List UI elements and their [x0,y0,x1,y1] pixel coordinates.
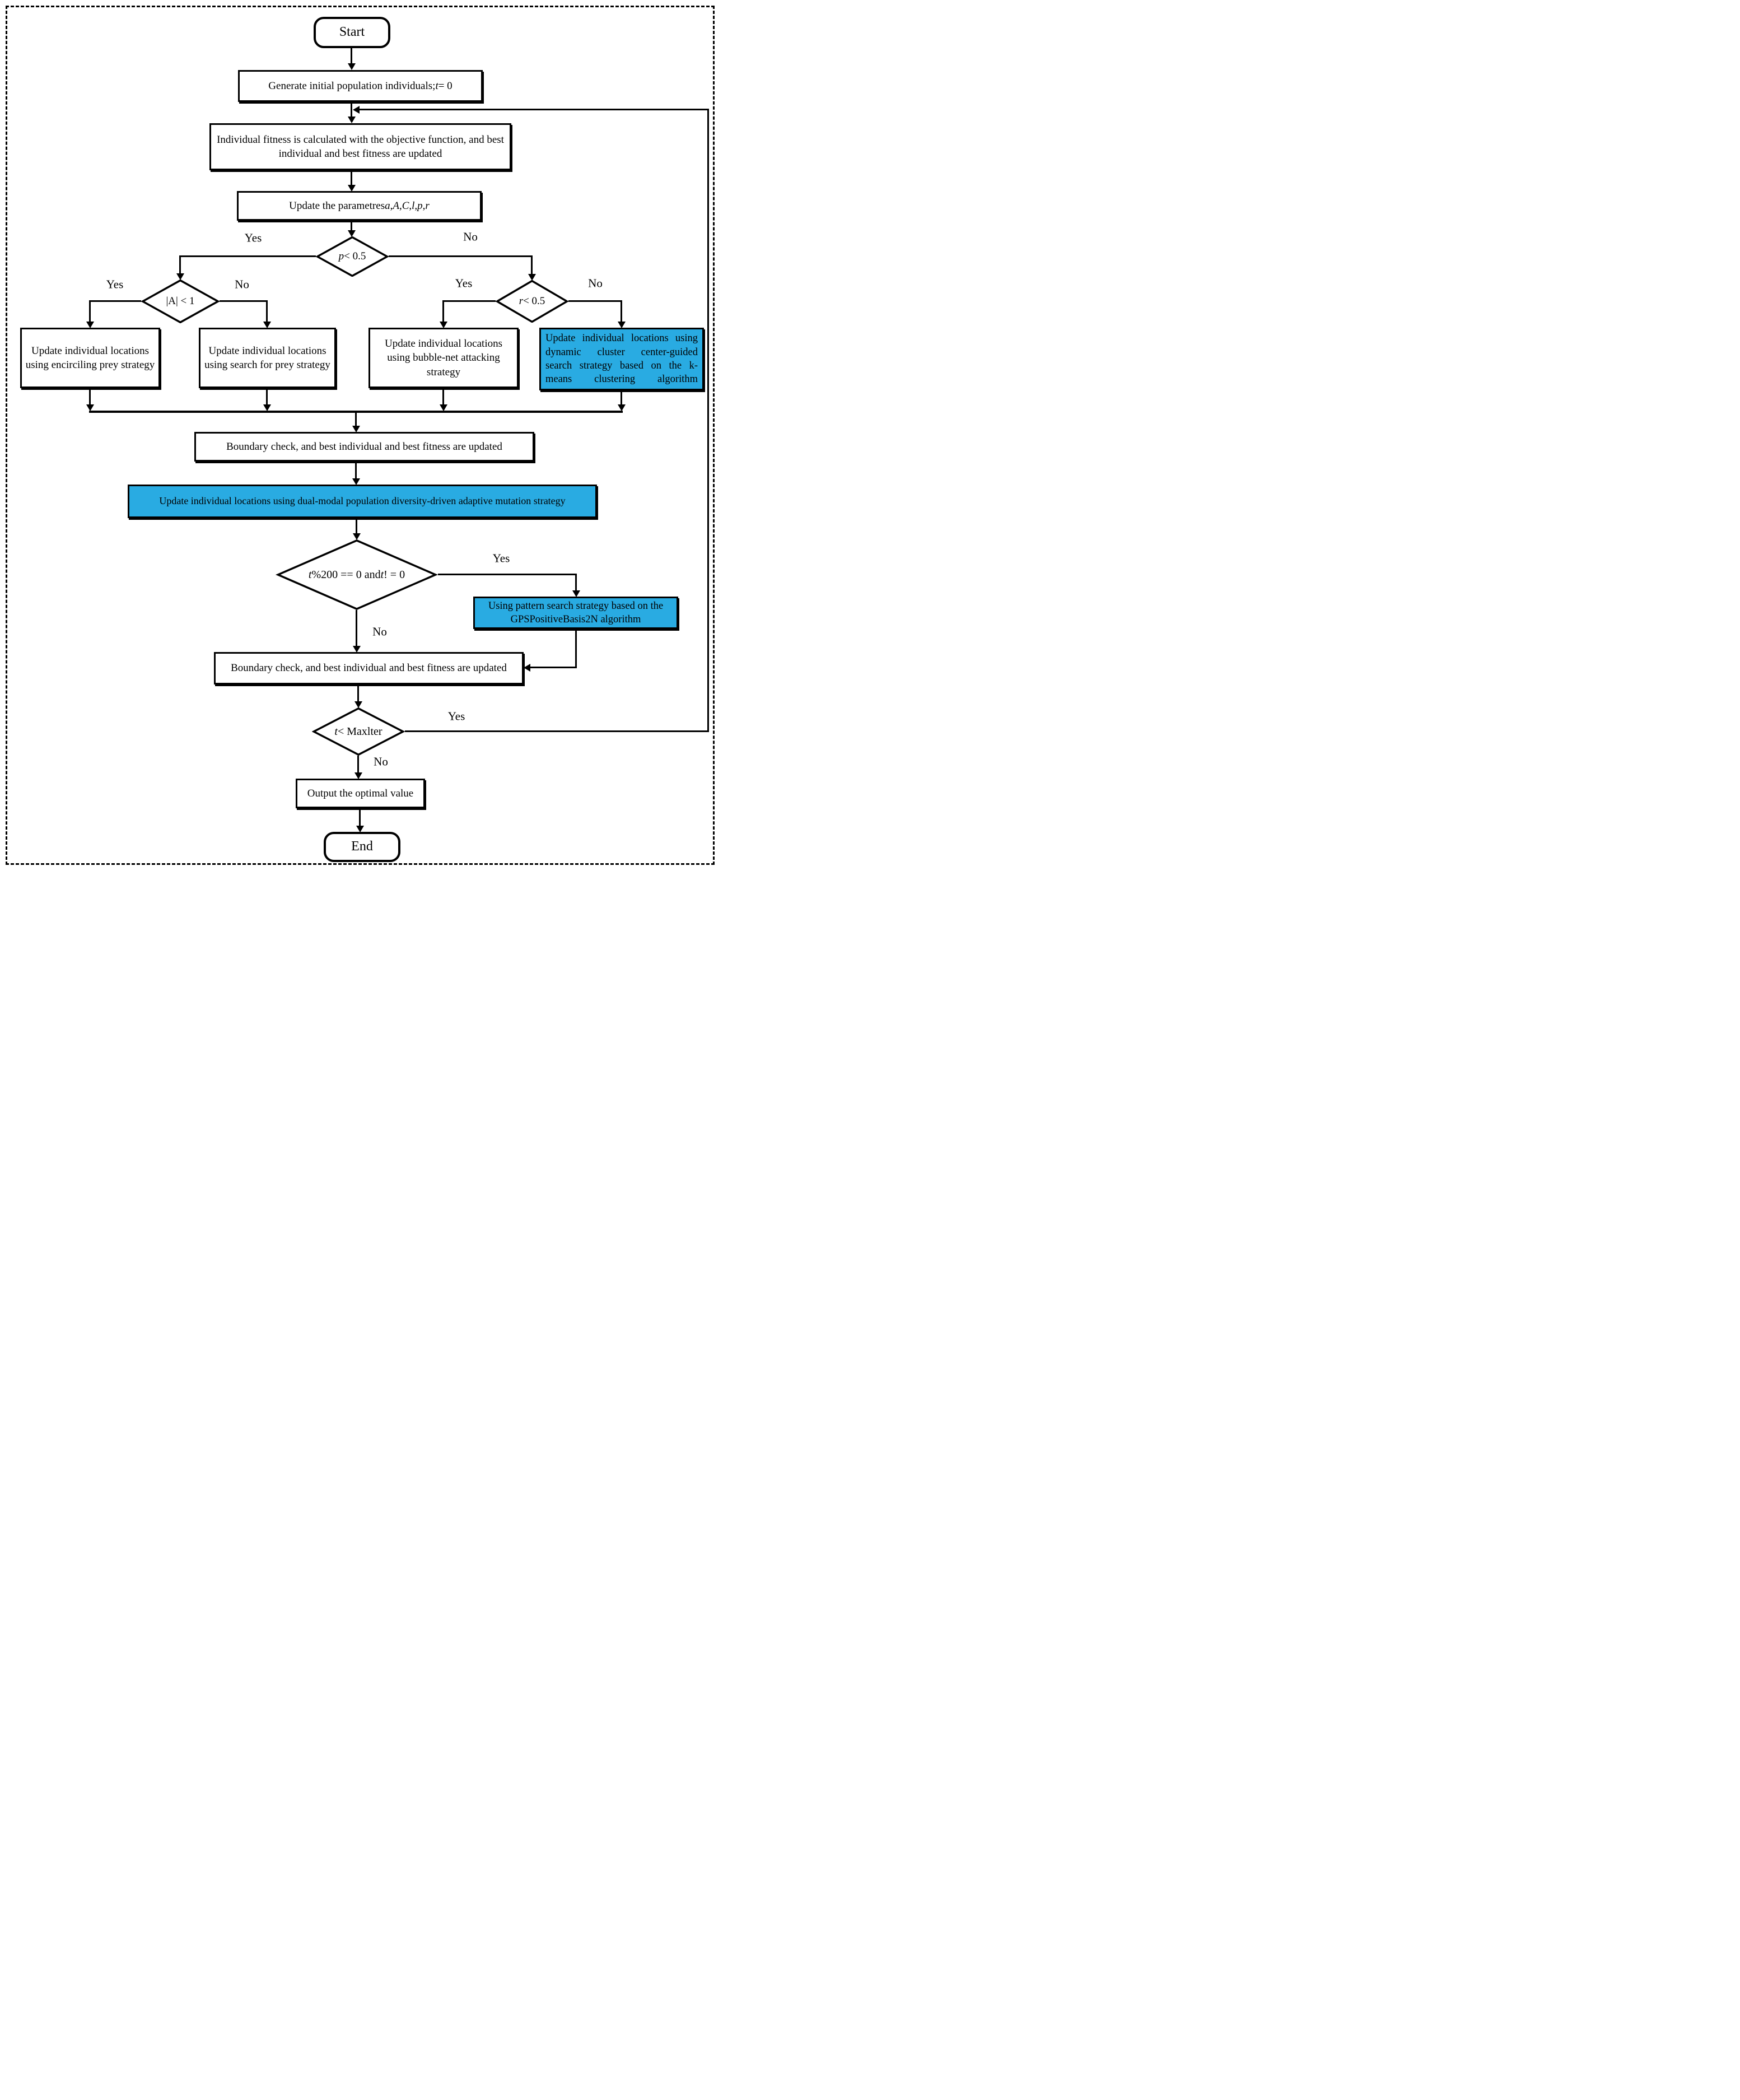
diamond-shape [312,707,405,756]
decision-maxiter-label: t < Maxlter [334,725,382,738]
arrowhead-into-generate [348,63,356,70]
process-pattern-search: Using pattern search strategy based on t… [473,597,678,629]
connector-merge-boundary1 [355,413,357,426]
process-fitness-calculation: Individual fitness is calculated with th… [209,123,511,170]
arrowhead-into-boundary2-side [524,664,530,672]
connector-mod-yes-horizontal [438,574,577,575]
arrowhead-search-prey-merge [263,404,271,411]
process-update-parameters: Update the parametres a, A, C, l, p, r [237,191,482,221]
decision-r-label: r < 0.5 [519,295,545,307]
arrowhead-into-mutation [352,478,360,485]
arrowhead-into-bubble-net [440,322,447,328]
connector-r-no-vertical [621,300,622,322]
arrowhead-kmeans-merge [618,404,626,411]
connector-r-no-horizontal [568,300,622,302]
arrowhead-into-search-prey [263,322,271,328]
connector-params-decision-p [351,221,352,231]
connector-a-no-horizontal [220,300,267,302]
decision-a-label: |A| < 1 [166,295,195,307]
edge-label-r-yes: Yes [455,276,473,290]
connector-boundary2-decision-iter [357,685,359,701]
edge-label-p-no: No [463,230,478,244]
arrowhead-into-fitness [348,117,356,123]
edge-label-a-yes: Yes [106,277,124,291]
process-encircling-prey: Update individual locations using encirc… [20,328,160,388]
arrowhead-into-boundary2 [353,646,361,653]
connector-loop-return-horizontal [360,109,708,110]
connector-mod-no-vertical [356,610,357,646]
arrowhead-into-output [354,772,362,779]
connector-a-no-vertical [266,300,268,322]
decision-mod200: t %200 == 0 and t ! = 0 [276,539,438,610]
connector-fitness-params [351,170,352,185]
arrowhead-into-decision-p [348,230,356,237]
arrowhead-into-boundary1 [352,426,360,432]
connector-search-prey-merge [266,388,268,404]
connector-start-generate [351,48,352,64]
connector-p-yes-vertical [179,255,181,274]
arrowhead-bubble-net-merge [440,404,447,411]
edge-label-iter-no: No [374,755,388,769]
arrowhead-into-decision-mod [353,533,361,540]
connector-output-end [359,808,361,826]
diamond-shape [496,280,568,323]
arrowhead-loop-return [353,106,360,114]
process-boundary-check-1: Boundary check, and best individual and … [194,432,534,462]
decision-p-label: p < 0.5 [338,250,366,262]
connector-r-yes-horizontal [444,300,496,302]
connector-boundary1-mutation [355,462,357,479]
decision-mod200-label: t %200 == 0 and t ! = 0 [308,568,405,581]
decision-a: |A| < 1 [141,280,220,323]
decision-p: p < 0.5 [316,236,389,277]
diamond-shape [141,280,220,323]
edge-label-iter-yes: Yes [447,709,465,723]
process-output-optimal: Output the optimal value [296,779,425,808]
edge-label-r-no: No [588,276,603,290]
arrowhead-into-end [356,826,364,832]
connector-mod-yes-vertical [575,574,577,591]
terminator-end: End [324,832,400,862]
edge-label-mod-no: No [372,625,387,639]
connector-pattern-down [575,629,577,668]
edge-label-mod-yes: Yes [492,551,510,565]
connector-encircling-merge [89,388,91,404]
connector-pattern-left [530,667,577,668]
diamond-shape [276,539,438,610]
terminator-start: Start [314,17,390,48]
connector-p-no-vertical [531,255,533,274]
arrowhead-encircling-merge [86,404,94,411]
connector-p-yes-horizontal [180,255,316,257]
connector-generate-fitness [351,102,352,117]
connector-a-yes-horizontal [90,300,141,302]
process-bubble-net-attacking: Update individual locations using bubble… [368,328,519,388]
connector-merge-bar [89,411,623,413]
connector-kmeans-merge [621,390,622,404]
flowchart-canvas: Start Generate initial population indivi… [0,0,725,875]
process-kmeans-cluster-search: Update individual locations using dynami… [539,328,704,390]
diamond-shape [316,236,389,277]
decision-r: r < 0.5 [496,280,568,323]
arrowhead-into-kmeans [618,322,626,328]
connector-iter-no-vertical [357,756,359,772]
arrowhead-into-decision-iter [354,701,362,708]
process-search-for-prey: Update individual locations using search… [199,328,336,388]
arrowhead-into-decision-a [176,273,184,280]
connector-loop-vertical [707,109,709,732]
decision-maxiter: t < Maxlter [312,707,405,756]
edge-label-a-no: No [235,277,249,291]
process-boundary-check-2: Boundary check, and best individual and … [214,652,524,685]
connector-bubble-net-merge [442,388,444,404]
connector-iter-yes-horizontal [405,730,709,732]
edge-label-p-yes: Yes [244,231,262,245]
arrowhead-into-pattern-search [572,590,580,597]
process-generate-population: Generate initial population individuals;… [238,70,483,102]
connector-mutation-decision-mod [356,518,357,534]
arrowhead-into-encircling [86,322,94,328]
arrowhead-into-decision-r [528,274,536,281]
arrowhead-into-params [348,185,356,192]
process-adaptive-mutation: Update individual locations using dual-m… [128,485,597,518]
connector-a-yes-vertical [89,300,91,322]
connector-r-yes-vertical [442,300,444,322]
connector-p-no-horizontal [389,255,532,257]
